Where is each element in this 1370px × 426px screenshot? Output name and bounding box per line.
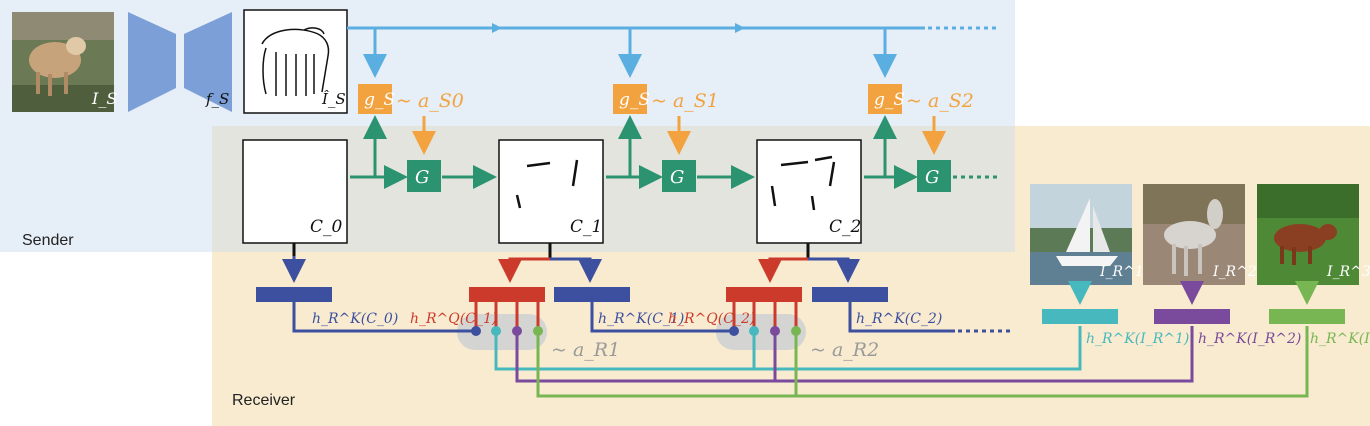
key-label-image-3: h_R^K(I_R^3) <box>1310 331 1370 347</box>
policy-label-1: g_S <box>619 90 650 110</box>
query-bar-c1 <box>469 287 545 302</box>
sender-action-0: ~ a_S0 <box>396 90 464 112</box>
canvas-1: C_1 <box>498 139 604 244</box>
key-bar-c2 <box>812 287 888 302</box>
policy-label-0: g_S <box>364 90 395 110</box>
generator-label-1: G <box>670 167 684 188</box>
canvas1-query-arrow <box>498 257 550 283</box>
candidate-caption-2: I_R^2 <box>1212 264 1257 280</box>
dot-teal-1 <box>491 326 501 336</box>
receiver-label: Receiver <box>232 392 296 409</box>
sender-photo-caption: I_S <box>91 89 117 108</box>
candidate-caption-1: I_R^1 <box>1099 264 1144 280</box>
query-label-c2: h_R^Q(C_2) <box>668 311 755 327</box>
purple-path <box>515 326 1194 383</box>
policy-module-1: g_S ~ a_S1 <box>613 84 719 114</box>
key-label-c2: h_R^K(C_2) <box>856 311 942 327</box>
attention-capsule-1 <box>457 314 547 350</box>
dot-navy-2 <box>729 326 739 336</box>
candidate-image-1: I_R^1 <box>1030 184 1144 285</box>
key-bar-c1 <box>554 287 630 302</box>
generator-label-2: G <box>925 167 939 188</box>
key-bar-image-2 <box>1154 309 1230 324</box>
encoder-network: f_S <box>128 12 232 112</box>
sender-action-1: ~ a_S1 <box>651 90 719 112</box>
canvas2-query-arrow <box>758 257 808 283</box>
policy-module-0: g_S ~ a_S0 <box>358 84 464 114</box>
message-flow-arrow-2 <box>735 23 745 33</box>
lime-path <box>536 326 1309 398</box>
canvas1-key-arrow <box>550 257 602 283</box>
receiver-action-1: ~ a_R1 <box>551 339 620 361</box>
key-label-image-2: h_R^K(I_R^2) <box>1198 331 1301 347</box>
sketch-label: Î_S <box>321 90 346 108</box>
policy-label-2: g_S <box>874 90 905 110</box>
teal-path <box>494 326 1082 371</box>
key-bar-image-1 <box>1042 309 1118 324</box>
candidate-caption-3: I_R^3 <box>1326 264 1370 280</box>
dot-lime-2 <box>791 326 801 336</box>
attention-capsule-2 <box>716 314 806 350</box>
key-label-image-1: h_R^K(I_R^1) <box>1086 331 1189 347</box>
dot-lime-1 <box>533 326 543 336</box>
generator-1: G <box>662 160 696 192</box>
message-flow-arrow-1 <box>492 23 502 33</box>
query-label-c1: h_R^Q(C_1) <box>410 311 497 327</box>
sender-action-2: ~ a_S2 <box>906 90 974 112</box>
key-bar-c0 <box>256 287 332 302</box>
candidate-image-2: I_R^2 <box>1143 184 1257 285</box>
key-bar-image-3 <box>1269 309 1345 324</box>
generator-2: G <box>917 160 951 192</box>
canvas-label-0: C_0 <box>310 217 343 237</box>
sender-photo: I_S <box>12 12 117 112</box>
dot-teal-2 <box>749 326 759 336</box>
generator-0: G <box>407 160 441 192</box>
key-link-c1 <box>590 302 732 333</box>
canvas-label-2: C_2 <box>829 217 861 237</box>
key-label-c1: h_R^K(C_1) <box>598 311 684 327</box>
dot-purple-2 <box>770 326 780 336</box>
dot-navy-1 <box>471 326 481 336</box>
canvas-0: C_0 <box>242 139 348 244</box>
receiver-action-2: ~ a_R2 <box>810 339 879 361</box>
encoder-label: f_S <box>205 90 229 108</box>
canvas-label-1: C_1 <box>570 217 602 237</box>
key-link-c0 <box>292 302 474 333</box>
generator-label-0: G <box>415 167 429 188</box>
canvas2-key-arrow <box>808 257 860 283</box>
candidate-image-3: I_R^3 <box>1257 184 1370 285</box>
sender-label: Sender <box>22 232 74 249</box>
dot-purple-1 <box>512 326 522 336</box>
key-label-c0: h_R^K(C_0) <box>312 311 398 327</box>
query-bar-c2 <box>726 287 802 302</box>
sketch-image: Î_S <box>243 9 348 114</box>
key-link-c2 <box>848 302 955 333</box>
policy-module-2: g_S ~ a_S2 <box>868 84 974 114</box>
canvas-2: C_2 <box>756 139 862 244</box>
